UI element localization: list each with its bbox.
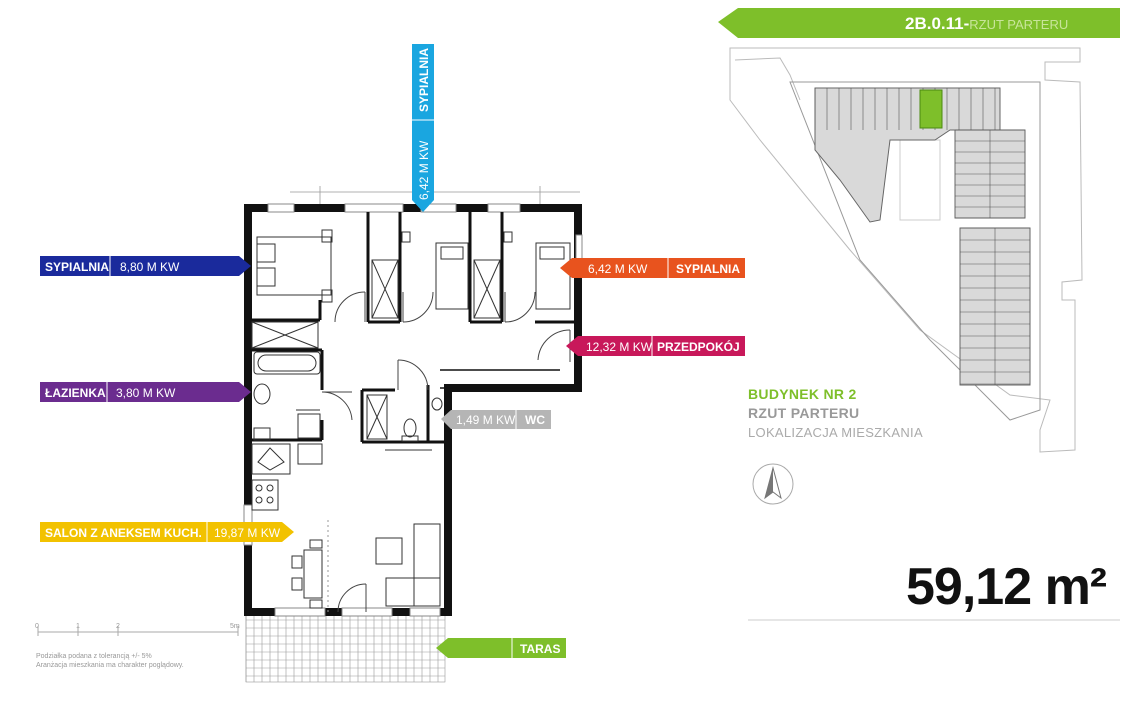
label-terrace: TARAS <box>436 638 566 658</box>
room-name: SYPIALNIA <box>417 48 431 112</box>
room-area: 8,80 M KW <box>120 260 180 274</box>
label-hallway: 12,32 M KW PRZEDPOKÓJ <box>566 336 745 356</box>
room-area: 12,32 M KW <box>586 340 653 354</box>
label-living-kitchen: SALON Z ANEKSEM KUCH. 19,87 M KW <box>40 522 294 542</box>
room-name: WC <box>525 413 545 427</box>
disclaimer-note: Podziałka podana z tolerancją +/- 5% Ara… <box>36 652 236 670</box>
room-name: TARAS <box>520 642 560 656</box>
doors <box>321 291 571 613</box>
label-bedroom-2: SYPIALNIA 6,42 M KW <box>412 44 434 212</box>
apartment-code-number: 2B.0.11- <box>905 14 970 33</box>
room-area: 3,80 M KW <box>116 386 176 400</box>
label-bedroom-3: 6,42 M KW SYPIALNIA <box>560 258 745 278</box>
building-subtitle: RZUT PARTERU <box>748 405 860 421</box>
room-name: ŁAZIENKA <box>45 386 106 400</box>
scale-bar: 0 1 2 5m <box>35 623 240 636</box>
building-title: BUDYNEK NR 2 <box>748 386 857 402</box>
header-bar <box>718 8 1120 38</box>
scale-tick: 2 <box>116 623 120 630</box>
label-bedroom-1: SYPIALNIA 8,80 M KW <box>40 256 251 276</box>
furniture <box>251 229 571 612</box>
room-area: 6,42 M KW <box>588 262 648 276</box>
scale-tick: 1 <box>76 623 80 630</box>
site-building <box>814 87 1031 386</box>
room-area: 1,49 M KW <box>456 413 516 427</box>
scale-tick: 0 <box>35 623 39 630</box>
room-area: 6,42 M KW <box>417 140 431 200</box>
scale-tick: 5m <box>230 623 240 630</box>
total-area: 59,12 m² <box>906 558 1107 616</box>
building-caption: LOKALIZACJA MIESZKANIA <box>748 425 923 440</box>
label-wc: 1,49 M KW WC <box>441 410 551 429</box>
note-line: Podziałka podana z tolerancją +/- 5% <box>36 653 152 660</box>
terrace-tiles <box>245 611 446 683</box>
room-area: 19,87 M KW <box>214 526 281 540</box>
north-compass-icon <box>752 463 794 505</box>
apartment-code-subtitle: RZUT PARTERU <box>969 17 1069 32</box>
room-name: SALON Z ANEKSEM KUCH. <box>45 526 202 540</box>
room-name: SYPIALNIA <box>45 260 109 274</box>
interior-walls <box>248 212 578 444</box>
room-name: SYPIALNIA <box>676 262 740 276</box>
window-sills <box>290 186 580 204</box>
label-bathroom: ŁAZIENKA 3,80 M KW <box>40 382 251 402</box>
apartment-highlight <box>919 89 943 129</box>
apartment-code: 2B.0.11-RZUT PARTERU <box>905 14 1068 34</box>
room-name: PRZEDPOKÓJ <box>657 339 740 354</box>
note-line: Aranżacja mieszkania ma charakter pogląd… <box>36 662 184 669</box>
